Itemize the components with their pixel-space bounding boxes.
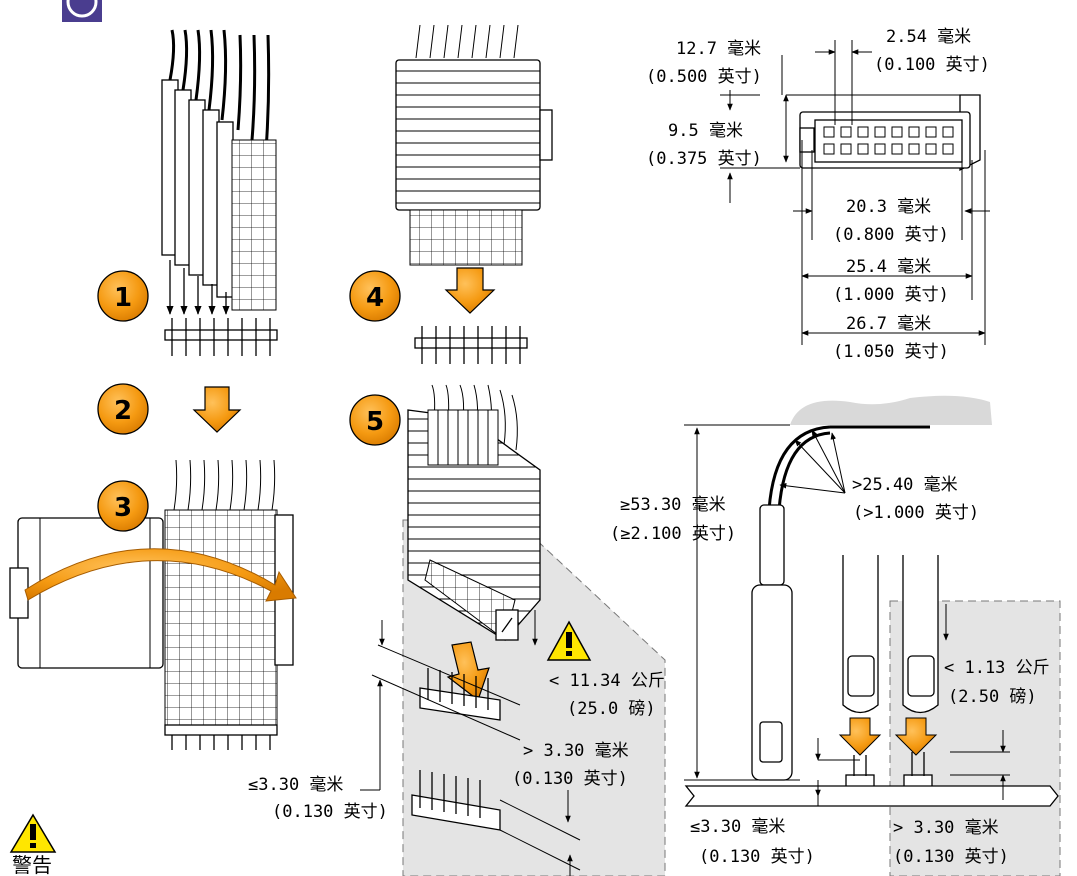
- dim-width-12-7-in: (0.500 英寸): [646, 67, 762, 87]
- warning-icon: [546, 620, 592, 661]
- probe-dimension-lines: [815, 604, 1010, 806]
- dim-height-in: (0.375 英寸): [646, 149, 762, 169]
- dim-pitch-mm: 2.54 毫米: [886, 27, 971, 47]
- dim-body-width-in: (0.800 英寸): [833, 225, 949, 245]
- step-circle-3: 3: [97, 480, 149, 532]
- dim-pitch-in: (0.100 英寸): [874, 55, 990, 75]
- connector-front-view: [799, 94, 981, 172]
- step-number: 4: [366, 283, 384, 313]
- step5-guide-lines: [360, 610, 581, 876]
- header-icon: [62, 0, 102, 22]
- bend-radius-mm-label: >25.40 毫米: [852, 475, 958, 495]
- force-limit-2-label: < 1.13 公斤: [944, 658, 1050, 678]
- down-arrow-icon: [446, 641, 490, 701]
- force-limit-2-lb-label: (2.50 磅): [948, 687, 1037, 707]
- pin2-length-gt-in-label: (0.130 英寸): [893, 847, 1009, 867]
- pin-header-4: [414, 326, 528, 364]
- step-number: 2: [114, 396, 132, 426]
- force-limit-lb-label: (25.0 磅): [567, 699, 656, 719]
- warning-label: 警告: [12, 853, 52, 876]
- curved-arrow-icon: [24, 548, 297, 602]
- pin-length-le-label: ≤3.30 毫米: [248, 775, 343, 795]
- step5-connector: [407, 384, 541, 641]
- circuit-board: [684, 785, 1059, 807]
- warning-icon: [9, 813, 57, 853]
- step-circle-1: 1: [97, 270, 149, 322]
- down-arrow-icon: [192, 386, 242, 433]
- step-number: 1: [114, 283, 132, 313]
- dim-overall-width-in: (1.000 英寸): [833, 285, 949, 305]
- dim-overall-width-mm: 25.4 毫米: [846, 257, 931, 277]
- dim-total-width-in: (1.050 英寸): [833, 342, 949, 362]
- dim-height-mm: 9.5 毫米: [668, 121, 743, 141]
- pin2-length-le-in-label: (0.130 英寸): [699, 847, 815, 867]
- step-circle-5: 5: [349, 394, 401, 446]
- step-circle-2: 2: [97, 383, 149, 435]
- clearance-height-in-label: (≥2.100 英寸): [610, 524, 736, 544]
- dim-total-width-mm: 26.7 毫米: [846, 314, 931, 334]
- bend-radius-in-label: (>1.000 英寸): [853, 503, 979, 523]
- step3-assembly: [9, 459, 294, 750]
- dim-body-width-mm: 20.3 毫米: [846, 197, 931, 217]
- pin-length-gt-label: > 3.30 毫米: [523, 741, 629, 761]
- pin-length-le-in-label: (0.130 英寸): [272, 802, 388, 822]
- step-number: 5: [366, 407, 384, 437]
- step-number: 3: [114, 493, 132, 523]
- step4-connector: [395, 24, 553, 266]
- pin-header-5a: [419, 668, 501, 721]
- pin-length-gt-in-label: (0.130 英寸): [512, 769, 628, 789]
- pin2-length-gt-label: > 3.30 毫米: [893, 818, 999, 838]
- dim-width-12-7-mm: 12.7 毫米: [676, 39, 761, 59]
- clearance-height-mm-label: ≥53.30 毫米: [620, 495, 726, 515]
- step-circle-4: 4: [349, 270, 401, 322]
- dimension-lines: [720, 40, 990, 345]
- probe-tips: [838, 555, 939, 790]
- step1-leads: [161, 29, 278, 356]
- pin-header-1: [164, 318, 278, 356]
- down-arrow-icon: [444, 267, 496, 314]
- force-limit-label: < 11.34 公斤: [549, 671, 665, 691]
- cable-clearance-drawing: [684, 395, 992, 781]
- pin2-length-le-label: ≤3.30 毫米: [690, 817, 785, 837]
